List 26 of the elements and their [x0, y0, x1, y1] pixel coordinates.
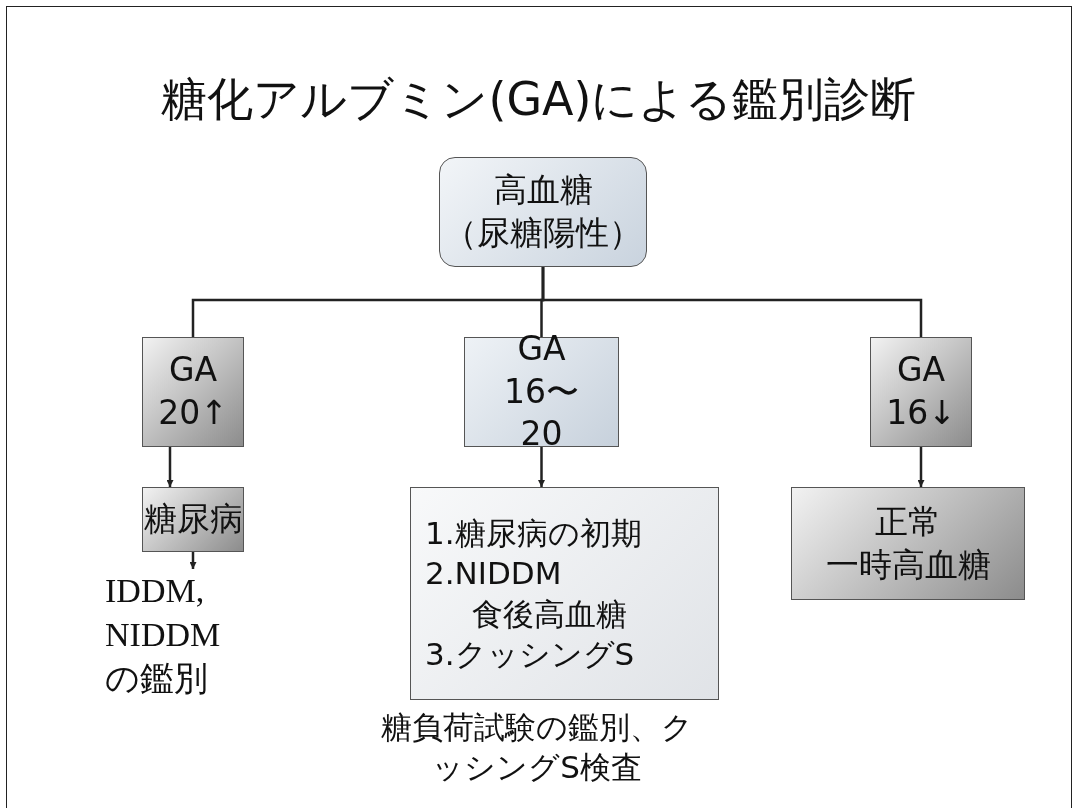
node-label: 高血糖 [493, 169, 593, 212]
node-label: 正常 [875, 500, 941, 543]
note-text: 糖負荷試験の鑑別、クッシングS検査 [380, 708, 694, 788]
node-label: 糖尿病 [143, 498, 243, 541]
title: 糖化アルブミン(GA)による鑑別診断 [160, 71, 918, 128]
arrow [538, 447, 545, 487]
list-item: 2.NIDDM 食後高血糖 [425, 554, 628, 634]
process-box [142, 487, 244, 552]
node-label: GA 16↓ [885, 349, 957, 434]
note-text: IDDM, NIDDM の鑑別 [105, 569, 245, 702]
process-box [142, 337, 244, 447]
arrow [189, 552, 197, 569]
process-box [870, 337, 972, 447]
process-box [464, 337, 619, 447]
node-label: （尿糖陽性） [444, 212, 642, 254]
process-box [791, 487, 1025, 600]
rounded-box [439, 157, 647, 267]
list-item: 1.糖尿病の初期 [425, 513, 643, 553]
list-item: 3.クッシングS [425, 634, 636, 674]
node-label: GA 16〜20 [503, 327, 580, 456]
connector-line [541, 267, 923, 337]
node-label: 一時高血糖 [825, 543, 991, 586]
process-box [410, 487, 719, 700]
arrow [166, 447, 174, 487]
arrow [917, 447, 925, 487]
node-label: GA 20↑ [157, 349, 229, 434]
